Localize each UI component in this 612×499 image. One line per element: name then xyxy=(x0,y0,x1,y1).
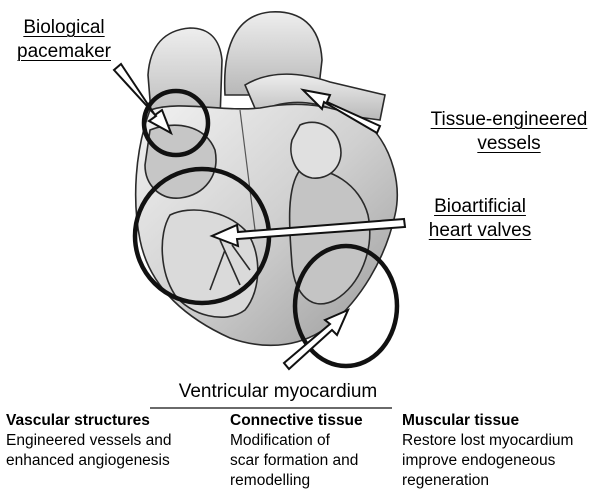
column-line: scar formation and xyxy=(230,451,363,471)
column-line: enhanced angiogenesis xyxy=(6,451,171,471)
column-line: Modification of xyxy=(230,431,363,451)
column-heading: Vascular structures xyxy=(6,411,171,431)
column-heading: Muscular tissue xyxy=(402,411,573,431)
column-muscular: Muscular tissue Restore lost myocardium … xyxy=(402,411,573,491)
vessels-label-line2: vessels xyxy=(414,132,604,156)
myocardium-label: Ventricular myocardium xyxy=(162,380,394,404)
vessels-label-line1: Tissue-engineered xyxy=(414,108,604,132)
column-line: improve endogeneous xyxy=(402,451,573,471)
column-line: remodelling xyxy=(230,471,363,491)
column-line: Engineered vessels and xyxy=(6,431,171,451)
pacemaker-label-line2: pacemaker xyxy=(6,40,122,64)
myocardium-label-text: Ventricular myocardium xyxy=(162,380,394,404)
column-connective: Connective tissue Modification of scar f… xyxy=(230,411,363,491)
vessels-label: Tissue-engineered vessels xyxy=(414,108,604,156)
column-line: regeneration xyxy=(402,471,573,491)
pacemaker-label: Biological pacemaker xyxy=(6,16,122,64)
valves-label-line1: Bioartificial xyxy=(412,195,548,219)
column-line: Restore lost myocardium xyxy=(402,431,573,451)
column-vascular: Vascular structures Engineered vessels a… xyxy=(6,411,171,471)
pacemaker-label-line1: Biological xyxy=(6,16,122,40)
valves-label-line2: heart valves xyxy=(412,219,548,243)
valves-label: Bioartificial heart valves xyxy=(412,195,548,243)
column-heading: Connective tissue xyxy=(230,411,363,431)
